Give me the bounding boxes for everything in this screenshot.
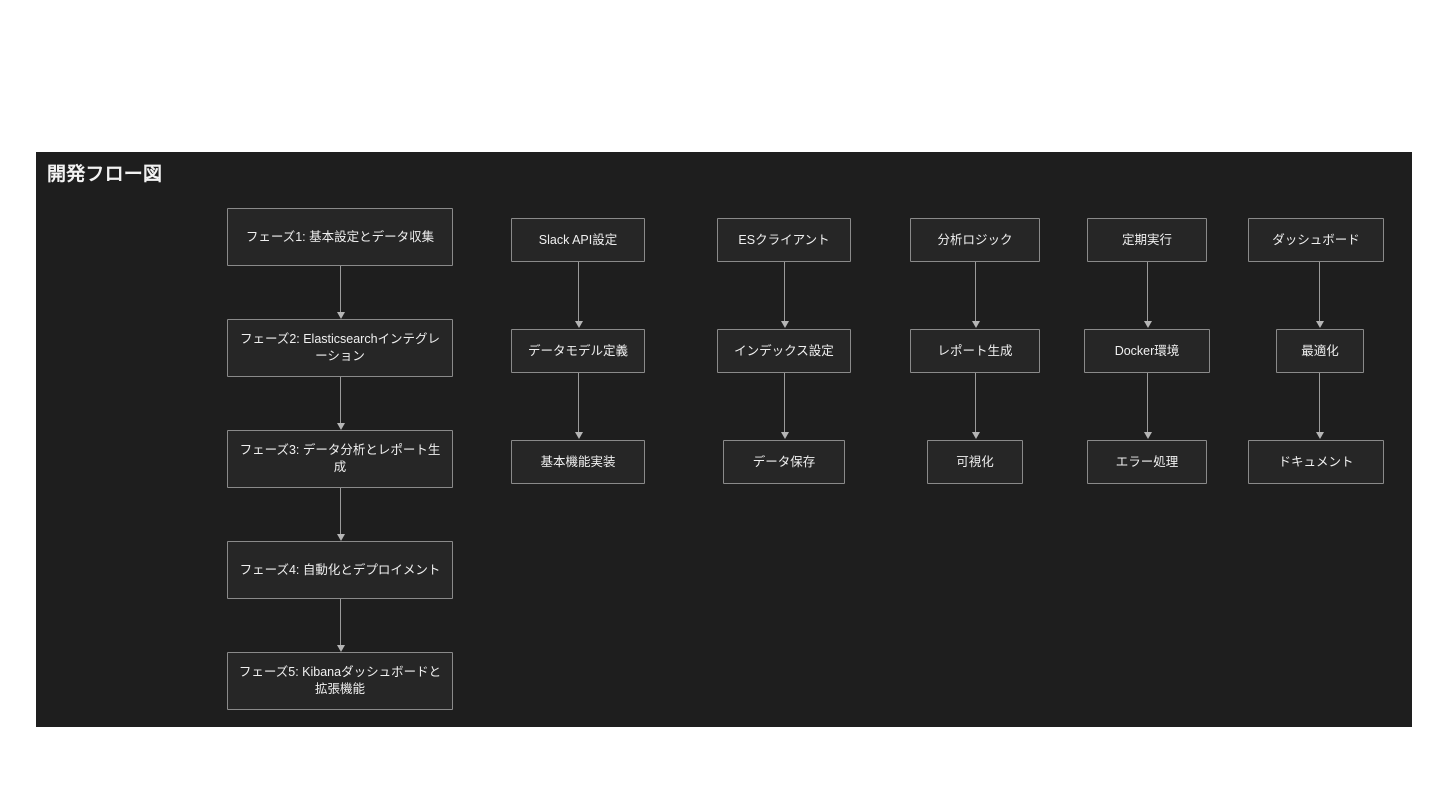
edge-line <box>784 373 785 432</box>
node-phase-3[interactable]: フェーズ3: データ分析とレポート生成 <box>227 430 453 488</box>
node-phase-2[interactable]: フェーズ2: Elasticsearchインテグレーション <box>227 319 453 377</box>
node-documentation[interactable]: ドキュメント <box>1248 440 1384 484</box>
diagram-canvas: 開発フロー図 フェーズ1: 基本設定とデータ収集 フェーズ2: Elastics… <box>36 152 1412 727</box>
arrowhead-icon <box>971 321 980 328</box>
edge-line <box>1319 262 1320 321</box>
arrowhead-icon <box>336 423 345 430</box>
arrowhead-icon <box>780 432 789 439</box>
arrowhead-icon <box>1315 432 1324 439</box>
node-error-handling[interactable]: エラー処理 <box>1087 440 1207 484</box>
edge-line <box>340 266 341 312</box>
arrowhead-icon <box>574 321 583 328</box>
node-optimization[interactable]: 最適化 <box>1276 329 1364 373</box>
node-data-model[interactable]: データモデル定義 <box>511 329 645 373</box>
edge-line <box>578 373 579 432</box>
node-index-config[interactable]: インデックス設定 <box>717 329 851 373</box>
node-data-store[interactable]: データ保存 <box>723 440 845 484</box>
edge-line <box>784 262 785 321</box>
edge-line <box>578 262 579 321</box>
edge-line <box>340 377 341 423</box>
edge-line <box>1147 262 1148 321</box>
node-slack-api[interactable]: Slack API設定 <box>511 218 645 262</box>
node-scheduled-run[interactable]: 定期実行 <box>1087 218 1207 262</box>
node-basic-feature[interactable]: 基本機能実装 <box>511 440 645 484</box>
node-phase-5[interactable]: フェーズ5: Kibanaダッシュボードと拡張機能 <box>227 652 453 710</box>
edge-line <box>975 373 976 432</box>
arrowhead-icon <box>336 312 345 319</box>
node-visualization[interactable]: 可視化 <box>927 440 1023 484</box>
edge-line <box>340 599 341 645</box>
node-es-client[interactable]: ESクライアント <box>717 218 851 262</box>
arrowhead-icon <box>574 432 583 439</box>
arrowhead-icon <box>1143 321 1152 328</box>
arrowhead-icon <box>1315 321 1324 328</box>
arrowhead-icon <box>336 645 345 652</box>
node-analysis-logic[interactable]: 分析ロジック <box>910 218 1040 262</box>
edge-line <box>340 488 341 534</box>
diagram-title: 開発フロー図 <box>47 164 163 185</box>
node-phase-4[interactable]: フェーズ4: 自動化とデプロイメント <box>227 541 453 599</box>
node-report-gen[interactable]: レポート生成 <box>910 329 1040 373</box>
edge-line <box>975 262 976 321</box>
edge-line <box>1147 373 1148 432</box>
node-phase-1[interactable]: フェーズ1: 基本設定とデータ収集 <box>227 208 453 266</box>
arrowhead-icon <box>971 432 980 439</box>
arrowhead-icon <box>336 534 345 541</box>
arrowhead-icon <box>1143 432 1152 439</box>
node-dashboard[interactable]: ダッシュボード <box>1248 218 1384 262</box>
edge-line <box>1319 373 1320 432</box>
arrowhead-icon <box>780 321 789 328</box>
node-docker-env[interactable]: Docker環境 <box>1084 329 1210 373</box>
